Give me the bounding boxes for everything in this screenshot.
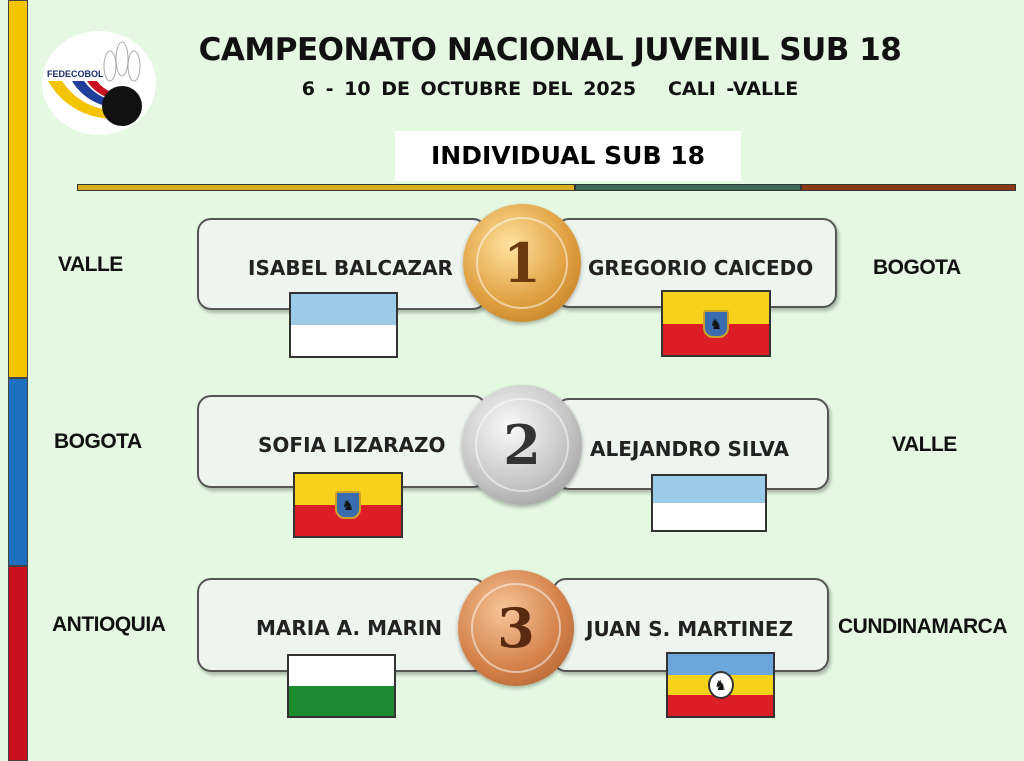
bogota-flag: ♞ (661, 290, 771, 357)
divider-gold (77, 184, 575, 191)
valle-flag (289, 292, 398, 358)
silver-medal-icon: 2 (462, 385, 582, 505)
region-label: BOGOTA (873, 256, 961, 279)
page-title: CAMPEONATO NACIONAL JUVENIL SUB 18 (198, 32, 902, 68)
divider-brown (801, 184, 1016, 191)
athlete-name: MARIA A. MARIN (256, 616, 443, 640)
coat-of-arms-icon: ♞ (707, 671, 734, 699)
bogota-flag: ♞ (293, 472, 403, 538)
event-dates-location: 6 - 10 DE OCTUBRE DEL 2025 CALI -VALLE (301, 78, 799, 100)
sidebar-red (8, 566, 28, 761)
athlete-name: GREGORIO CAICEDO (588, 256, 814, 280)
cundinamarca-flag: ♞ (666, 652, 775, 718)
region-label: VALLE (58, 253, 123, 276)
svg-text:FEDECOBOL: FEDECOBOL (47, 69, 104, 79)
athlete-name: ISABEL BALCAZAR (248, 256, 453, 280)
sidebar-blue (8, 378, 28, 566)
region-label: VALLE (892, 433, 957, 456)
divider-teal (575, 184, 801, 191)
valle-flag (651, 474, 767, 532)
region-label: BOGOTA (54, 430, 142, 453)
region-label: CUNDINAMARCA (838, 615, 1007, 638)
region-label: ANTIOQUIA (52, 613, 166, 636)
gold-medal-icon: 1 (463, 204, 581, 322)
athlete-name: JUAN S. MARTINEZ (586, 617, 794, 641)
athlete-name: SOFIA LIZARAZO (258, 433, 446, 457)
category-label: INDIVIDUAL SUB 18 (395, 131, 741, 181)
antioquia-flag (287, 654, 396, 718)
place-number: 1 (475, 216, 569, 310)
sidebar-yellow (8, 0, 28, 378)
place-number: 2 (475, 398, 569, 492)
coat-of-arms-icon: ♞ (703, 309, 729, 338)
fedecobol-logo: FEDECOBOL (42, 31, 156, 135)
athlete-name: ALEJANDRO SILVA (590, 437, 789, 461)
coat-of-arms-icon: ♞ (335, 491, 361, 519)
place-number: 3 (470, 582, 562, 674)
bronze-medal-icon: 3 (458, 570, 574, 686)
